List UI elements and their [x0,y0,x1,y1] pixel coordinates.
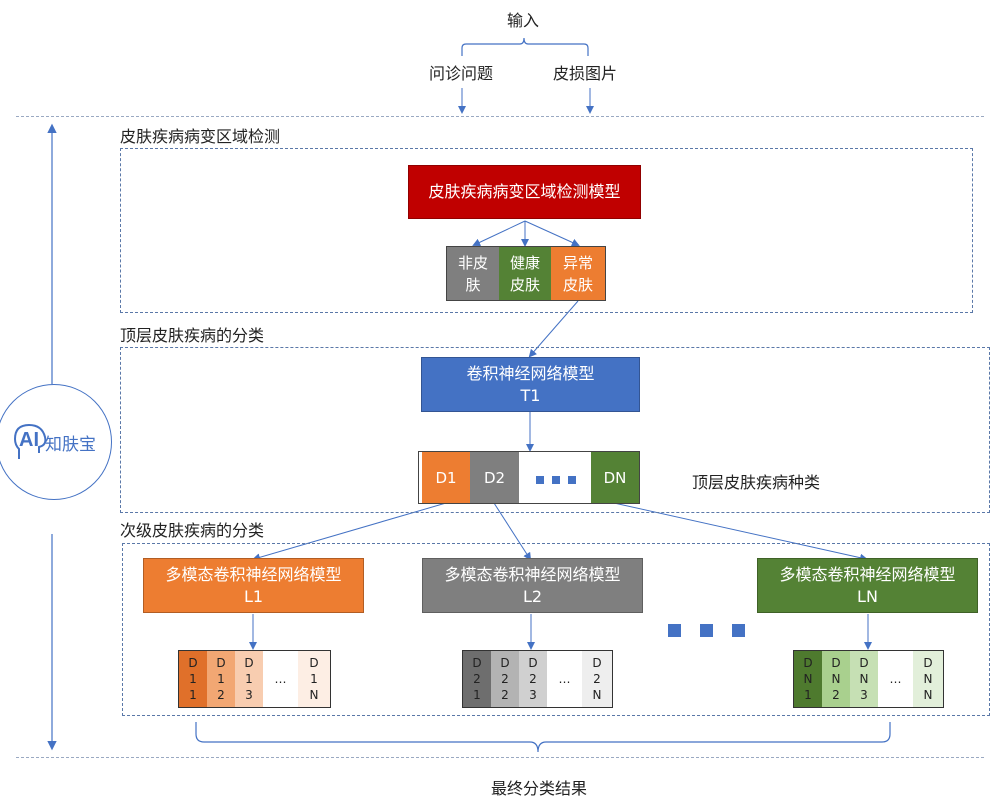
sub-class-text: D N 1 [803,656,813,702]
output-label: 最终分类结果 [491,779,588,798]
sub-model-l2-id: L2 [522,586,543,606]
sub-class-ellipsis: … [878,651,913,707]
sub-classes-1: D 1 1 D 1 2 D 1 3 … D 1 N [178,650,331,708]
sub-class-text: … [558,672,571,686]
sub-class-cell: D N 1 [794,651,822,707]
sub-class-cell: D 2 2 [491,651,519,707]
sub-class-cell: D N 2 [822,651,850,707]
sub-class-text: D 1 1 [188,656,198,702]
sub-class-cell: D N N [913,651,943,707]
sub-class-text: D 2 3 [528,656,538,702]
sub-class-text: D N 2 [831,656,841,702]
sub-class-text: D 2 2 [500,656,510,702]
sub-class-text: … [274,672,287,686]
healthy-skin-cell: 健康皮肤 [499,247,551,300]
sub-class-text: D N 3 [859,656,869,702]
top-class-dn-label: DN [603,468,627,487]
top-class-d2-label: D2 [483,468,506,487]
ellipsis-dot [732,624,745,637]
logo-ai-badge: AI [19,429,39,451]
sub-class-cell: D N 3 [850,651,878,707]
healthy-skin-line1: 健康 [509,253,540,272]
sub-section [122,543,990,716]
cnn-model-name: 卷积神经网络模型 [466,363,595,383]
sub-class-ellipsis: … [263,651,298,707]
sub-class-cell: D 1 2 [207,651,235,707]
section-top-title: 顶层皮肤疾病的分类 [120,326,265,345]
sub-class-text: D 1 N [309,656,319,702]
top-classes-caption: 顶层皮肤疾病种类 [692,473,821,492]
input-brace [461,37,589,56]
detection-model-label: 皮肤疾病病变区域检测模型 [428,182,621,201]
sub-class-text: … [889,672,902,686]
ellipsis-dot [552,476,560,484]
sub-model-l1-id: L1 [243,586,264,606]
cnn-model-box: 卷积神经网络模型 T1 [421,357,640,412]
abnormal-skin-line1: 异常 [562,253,593,272]
section-detection-title: 皮肤疾病病变区域检测 [120,127,281,146]
sub-model-l2-name: 多模态卷积神经网络模型 [444,564,621,584]
ellipsis-dot [568,476,576,484]
head-icon [13,423,47,459]
det-arrow-3 [524,220,580,247]
sub-classes-n: D N 1 D N 2 D N 3 … D N N [793,650,944,708]
top-class-d2: D2 [470,452,519,503]
sub-class-cell: D 1 1 [179,651,207,707]
sub-model-ln-id: LN [857,586,878,606]
top-class-d1-label: D1 [435,468,457,487]
skin-classes-box: 非皮肤 健康皮肤 异常皮肤 [446,246,606,301]
sub-class-text: D 1 3 [244,656,254,702]
sub-class-cell: D 2 1 [463,651,491,707]
sub-class-ellipsis: … [547,651,582,707]
output-brace [195,722,891,753]
abnormal-to-t1-arrow [528,300,579,358]
sub-class-cell: D 1 3 [235,651,263,707]
logo-text: 知肤宝 [45,435,96,455]
sub-class-text: D 1 2 [216,656,226,702]
abnormal-skin-cell: 异常皮肤 [551,247,605,300]
detection-model-box: 皮肤疾病病变区域检测模型 [408,165,641,219]
non-skin-cell: 非皮肤 [447,247,499,300]
non-skin-line1: 非皮 [457,253,488,272]
bottom-divider [16,757,984,758]
sub-model-l1-name: 多模态卷积神经网络模型 [165,564,342,584]
healthy-skin-line2: 皮肤 [509,275,540,294]
section-sub-title: 次级皮肤疾病的分类 [120,521,265,540]
abnormal-skin-line2: 皮肤 [562,275,593,294]
sub-class-text: D 2 N [592,656,602,702]
image-label: 皮损图片 [553,64,618,83]
det-arrow-1 [472,220,526,247]
cnn-model-id: T1 [520,385,541,405]
ellipsis-dot [536,476,544,484]
ellipsis-dot [700,624,713,637]
question-label: 问诊问题 [429,64,494,83]
logo-circle: AI 知肤宝 [0,384,112,500]
sub-class-text: D N N [923,656,933,702]
ellipsis-dot [668,624,681,637]
sub-class-cell: D 1 N [298,651,330,707]
input-label: 输入 [507,11,540,30]
sub-model-ln-name: 多模态卷积神经网络模型 [779,564,956,584]
detection-section [120,148,973,313]
sub-class-cell: D 2 N [582,651,612,707]
sub-class-text: D 2 1 [472,656,482,702]
top-divider [16,116,984,117]
sub-classes-2: D 2 1 D 2 2 D 2 3 … D 2 N [462,650,613,708]
non-skin-line2: 肤 [465,275,481,294]
top-classes-box: D1 D2 DN [418,451,640,504]
top-class-d1: D1 [422,452,470,503]
top-class-dn: DN [591,452,639,503]
top-section [120,347,990,513]
top-class-ellipsis [519,452,591,503]
sub-class-cell: D 2 3 [519,651,547,707]
